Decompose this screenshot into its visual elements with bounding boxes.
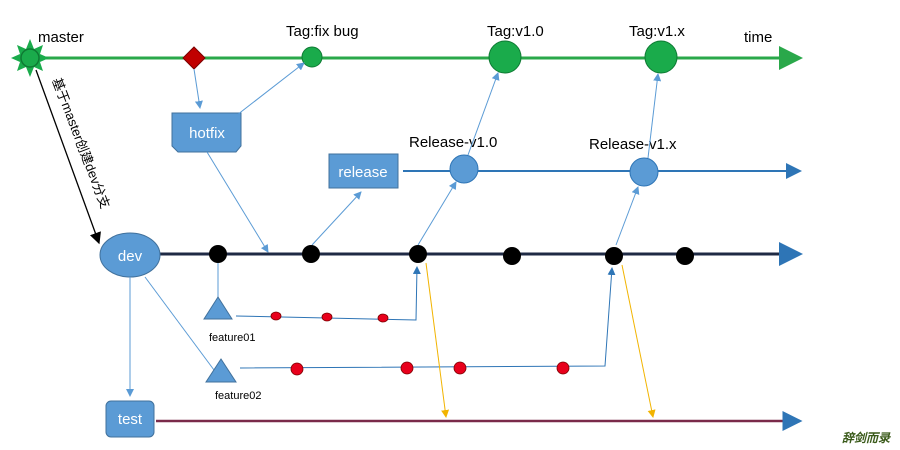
dev-label: dev xyxy=(118,248,143,265)
release-v1x-label: Release-v1.x xyxy=(589,136,677,153)
hotfix-branch: hotfix xyxy=(171,62,305,253)
feature02-commit xyxy=(556,361,570,375)
hotfix-to-tag-arrow xyxy=(236,62,305,116)
tag-fix-bug-label: Tag:fix bug xyxy=(286,23,359,40)
feature01-branch: feature01 xyxy=(203,263,421,344)
feature01-commit xyxy=(321,312,333,322)
feature02-node xyxy=(205,358,237,383)
test-box xyxy=(105,400,155,438)
hotfix-label: hotfix xyxy=(189,125,225,142)
hotfix-bug-diamond xyxy=(182,46,206,70)
dev-branch: dev xyxy=(99,232,803,278)
dev-to-release-v10-arrow xyxy=(417,181,457,246)
release-v10-label: Release-v1.0 xyxy=(409,134,497,151)
tag-fix-bug-node xyxy=(301,46,323,68)
tag-v10-node xyxy=(488,40,522,74)
release-v1x-node xyxy=(629,157,659,187)
feature02-commit xyxy=(400,361,414,375)
time-label: time xyxy=(744,29,772,46)
test-branch: test xyxy=(105,262,803,438)
dev-commit xyxy=(605,247,623,265)
tag-v1x-label: Tag:v1.x xyxy=(629,23,685,40)
dev-to-test-merge-arrow xyxy=(425,262,450,418)
feature01-merge-path xyxy=(235,266,421,321)
release-v1x-to-tag-arrow xyxy=(647,73,662,159)
master-to-dev-arrow xyxy=(35,69,101,245)
feature02-label: feature02 xyxy=(215,390,261,402)
dev-commit xyxy=(676,247,694,265)
create-dev-note: 基于master创建dev分支 xyxy=(49,76,113,211)
dev-commit xyxy=(503,247,521,265)
dev-to-test-merge-arrow xyxy=(621,264,656,418)
release-label: release xyxy=(338,164,387,181)
release-v10-node xyxy=(449,154,479,184)
feature02-branch: feature02 xyxy=(144,267,616,402)
hotfix-box xyxy=(171,112,242,153)
master-start-icon xyxy=(11,39,49,77)
feature02-commit xyxy=(290,362,304,376)
feature02-merge-path xyxy=(239,267,616,369)
dev-to-release-v1x-arrow xyxy=(615,186,640,246)
test-label: test xyxy=(118,411,143,428)
release-branch: release Release-v1.0 Release-v1.x xyxy=(311,72,802,246)
dev-commit xyxy=(209,245,227,263)
release-v10-to-tag-arrow xyxy=(467,72,500,156)
feature01-commit xyxy=(270,311,282,321)
feature02-commit xyxy=(453,361,467,375)
diamond-to-hotfix-arrow xyxy=(193,68,203,109)
master-branch: master time Tag:fix bug Tag:v1.0 Tag:v1.… xyxy=(11,23,803,77)
dev-commit xyxy=(302,245,320,263)
feature01-commit xyxy=(377,313,389,323)
feature01-node xyxy=(203,296,233,320)
master-label: master xyxy=(38,29,84,46)
dev-commit xyxy=(409,245,427,263)
watermark: 辞剑而录 xyxy=(842,431,891,445)
dev-to-release-box-arrow xyxy=(311,191,362,246)
release-box xyxy=(328,153,399,189)
hotfix-to-dev-arrow xyxy=(206,151,269,253)
dev-to-feature02-line xyxy=(144,276,215,371)
feature01-label: feature01 xyxy=(209,332,255,344)
tag-v1x-node xyxy=(644,40,678,74)
tag-v10-label: Tag:v1.0 xyxy=(487,23,544,40)
create-dev-annotation: 基于master创建dev分支 xyxy=(35,69,113,245)
